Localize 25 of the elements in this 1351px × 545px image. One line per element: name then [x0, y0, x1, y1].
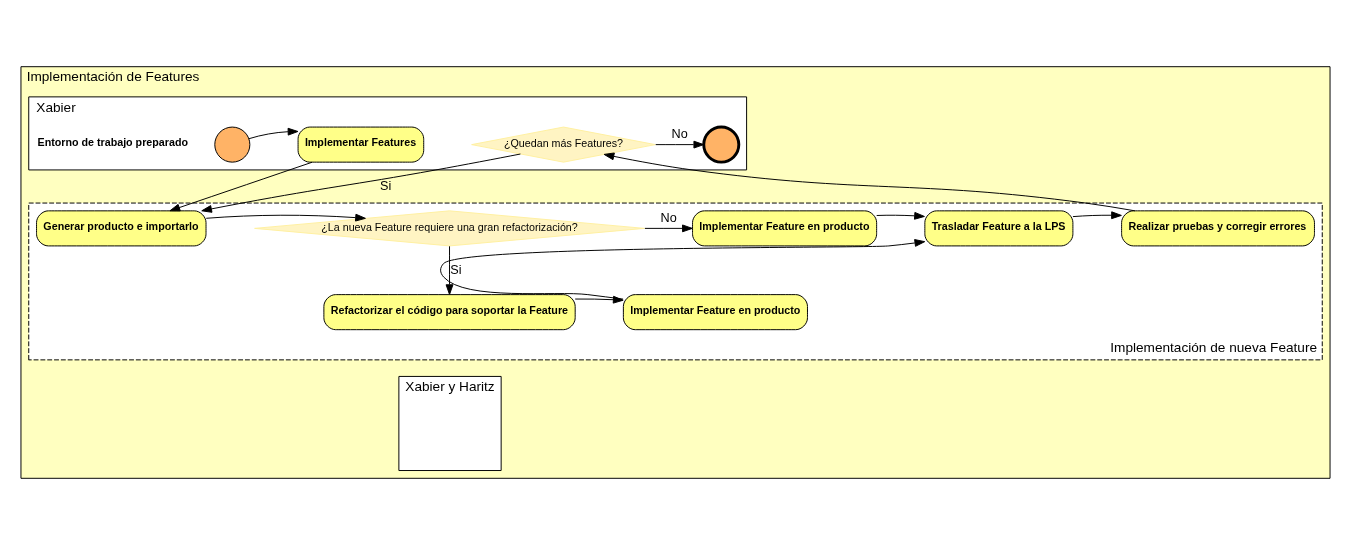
node-circle — [214, 126, 251, 163]
arrow — [445, 245, 454, 295]
arrow — [205, 213, 366, 222]
arrow — [603, 152, 1136, 212]
node-box: Implementar Feature en producto — [692, 210, 878, 247]
arrow — [1072, 211, 1122, 220]
node-circle — [702, 125, 741, 164]
arrow — [248, 127, 299, 140]
edge-label: No — [660, 210, 677, 225]
arrow — [644, 224, 693, 233]
node-box: Implementar Features — [297, 126, 425, 163]
arrow — [440, 239, 926, 300]
node-box: Refactorizar el código para soportar la Feature — [323, 294, 576, 331]
arrow — [876, 211, 925, 220]
node-box: Xabier y Haritz — [398, 375, 502, 471]
node-box: Generar producto e importarlo — [36, 210, 207, 247]
node-box: Trasladar Feature a la LPS — [924, 210, 1074, 247]
edge-label: No — [671, 127, 688, 142]
edge-label: Si — [380, 178, 392, 193]
edge-label: Si — [450, 262, 462, 277]
node-label: Entorno de trabajo preparado — [37, 136, 188, 149]
node-box: Realizar pruebas y corregir errores — [1121, 210, 1315, 247]
node-box: Implementar Feature en producto — [622, 294, 808, 331]
arrow — [655, 140, 705, 149]
arrow — [169, 161, 313, 212]
